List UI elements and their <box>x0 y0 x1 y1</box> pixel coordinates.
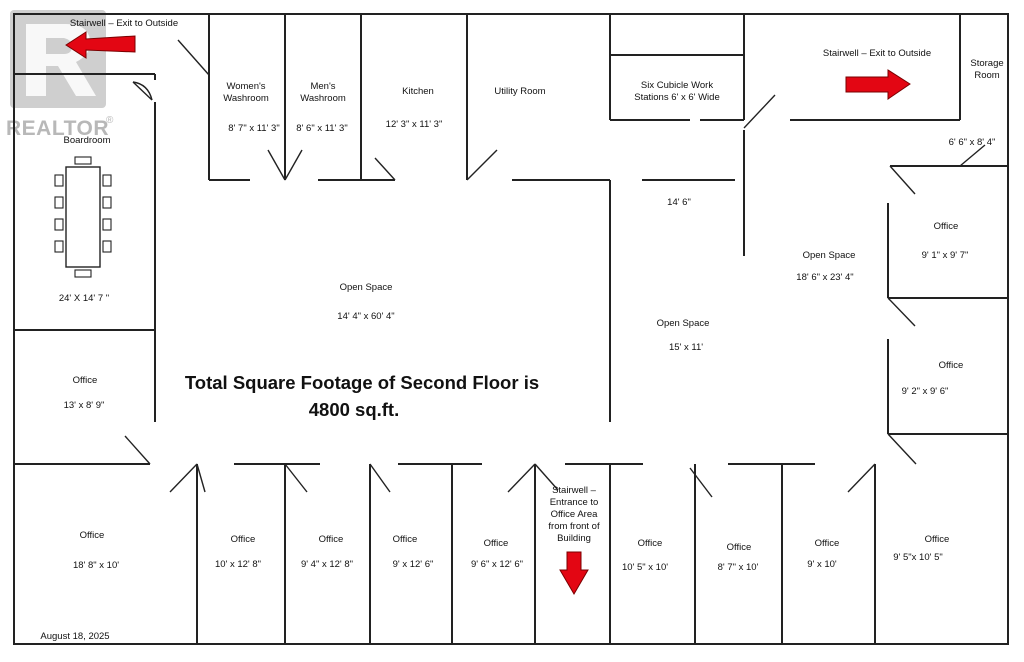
plan-date: August 18, 2025 <box>40 631 109 642</box>
total-sqft-value: 4800 sq.ft. <box>309 399 400 420</box>
office-bottom-label: Office <box>638 538 663 549</box>
open-space-main-dims: 14' 4" x 60' 4" <box>337 311 394 322</box>
arrows <box>65 31 911 595</box>
office-e1-dims: 9' 1" x 9' 7" <box>922 250 969 261</box>
mens-washroom-dims: 8' 6" x 11' 3" <box>296 123 347 134</box>
office-bottom-label: Office <box>231 534 256 545</box>
realtor-mark: ® <box>106 115 114 126</box>
office-bottom-label: Office <box>815 538 840 549</box>
office-bottom-dims: 10' x 12' 8" <box>215 559 261 570</box>
stairwell-s-label-2: Entrance to <box>550 497 599 508</box>
exit-arrow-right-icon <box>845 69 911 100</box>
open-space-center-dims: 15' x 11' <box>669 342 703 353</box>
office-w-dims: 13' x 8' 9" <box>64 400 105 411</box>
office-bottom-dims: 9' 6" x 12' 6" <box>471 559 523 570</box>
cubicles-label: Six Cubicle Work <box>641 80 713 91</box>
stairwell-s-label-3: Office Area <box>551 509 599 520</box>
stairwell-s-label: Stairwell – <box>552 485 597 496</box>
boardroom-label: Boardroom <box>64 135 111 146</box>
office-bottom-dims: 9' x 12' 6" <box>393 559 434 570</box>
exit-arrow-left-icon <box>65 31 136 59</box>
office-bottom-label: Office <box>80 530 105 541</box>
labels: Stairwell – Exit to Outside Boardroom 24… <box>40 18 1003 642</box>
storage-room-label: Storage <box>970 58 1003 69</box>
doors <box>124 39 986 498</box>
stairwell-ne-label: Stairwell – Exit to Outside <box>823 48 931 59</box>
walls <box>13 13 1009 645</box>
boardroom-dims: 24' X 14' 7 " <box>59 293 109 304</box>
boardroom-table <box>54 156 112 278</box>
cubicles-label-2: Stations 6' x 6' Wide <box>634 92 719 103</box>
mens-washroom-label-2: Washroom <box>300 93 346 104</box>
open-space-right-label: Open Space <box>803 250 856 261</box>
office-bottom-label: Office <box>727 542 752 553</box>
office-w-label: Office <box>73 375 98 386</box>
office-bottom-dims: 8' 7" x 10' <box>718 562 759 573</box>
womens-washroom-dims: 8' 7" x 11' 3" <box>228 123 279 134</box>
office-bottom-dims: 9' 4" x 12' 8" <box>301 559 353 570</box>
realtor-text: REALTOR <box>6 117 109 140</box>
kitchen-label: Kitchen <box>402 86 434 97</box>
office-e1-label: Office <box>934 221 959 232</box>
kitchen-dims: 12' 3" x 11' 3" <box>386 119 443 130</box>
open-space-right-dims: 18' 6" x 23' 4" <box>796 272 853 283</box>
womens-washroom-label-2: Washroom <box>223 93 269 104</box>
office-bottom-label: Office <box>925 534 950 545</box>
office-e2-label: Office <box>939 360 964 371</box>
office-bottom-dims: 18' 8" x 10' <box>73 560 119 571</box>
total-sqft-title: Total Square Footage of Second Floor is <box>185 372 539 393</box>
womens-washroom-label: Women's <box>226 81 265 92</box>
office-bottom-label: Office <box>319 534 344 545</box>
mens-washroom-label: Men's <box>310 81 335 92</box>
office-bottom-label: Office <box>393 534 418 545</box>
office-e2-dims: 9' 2" x 9' 6" <box>902 386 949 397</box>
open-space-center-label: Open Space <box>657 318 710 329</box>
corridor-dims: 14' 6" <box>667 197 691 208</box>
stairwell-nw-label: Stairwell – Exit to Outside <box>70 18 178 29</box>
office-bottom-dims: 10' 5" x 10' <box>622 562 668 573</box>
entrance-arrow-down-icon <box>559 551 589 595</box>
office-bottom-dims: 9' 5"x 10' 5" <box>893 552 942 563</box>
storage-room-label-2: Room <box>974 70 999 81</box>
utility-room-label: Utility Room <box>494 86 545 97</box>
storage-room-dims: 6' 6" x 8' 4" <box>949 137 996 148</box>
office-bottom-dims: 9' x 10' <box>807 559 837 570</box>
open-space-main-label: Open Space <box>340 282 393 293</box>
office-bottom-label: Office <box>484 538 509 549</box>
stairwell-s-label-5: Building <box>557 533 591 544</box>
stairwell-s-label-4: from front of <box>548 521 600 532</box>
